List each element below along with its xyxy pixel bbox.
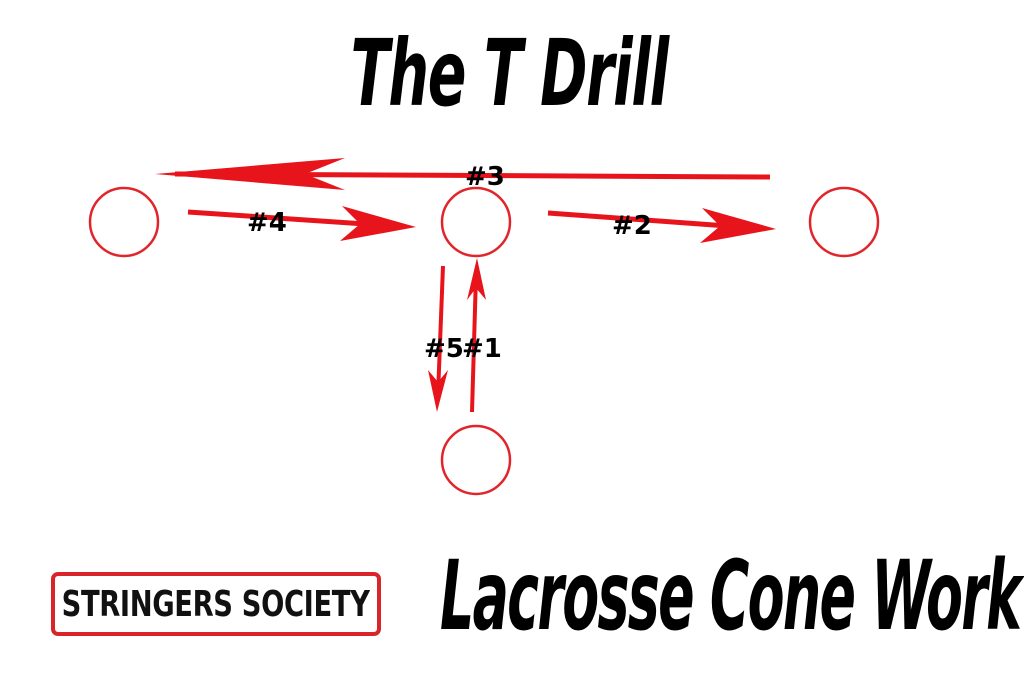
- stringers-society-logo: STRINGERS SOCIETY: [51, 572, 381, 636]
- step-5-arrow: [436, 265, 445, 396]
- step-5-arrowhead: [428, 370, 448, 412]
- step-2-label: #2: [612, 211, 652, 241]
- logo-text: STRINGERS SOCIETY: [62, 583, 370, 625]
- step-2-arrowhead: [700, 208, 776, 243]
- step-1-arrow: [470, 274, 478, 413]
- step-1-arrowhead: [467, 258, 486, 300]
- page-title: The T Drill: [350, 20, 670, 127]
- step-5-label: #5: [424, 334, 464, 364]
- step-3-arrowhead: [155, 158, 345, 190]
- step-4-label: #4: [247, 208, 287, 238]
- bottom-cone: [440, 424, 512, 496]
- right-cone: [808, 186, 880, 258]
- step-4-arrowhead: [340, 206, 416, 241]
- step-1-label: #1: [462, 334, 502, 364]
- step-3-label: #3: [465, 162, 505, 192]
- page-subtitle: Lacrosse Cone Work: [440, 540, 1022, 652]
- left-cone: [88, 186, 160, 258]
- center-cone: [440, 186, 512, 258]
